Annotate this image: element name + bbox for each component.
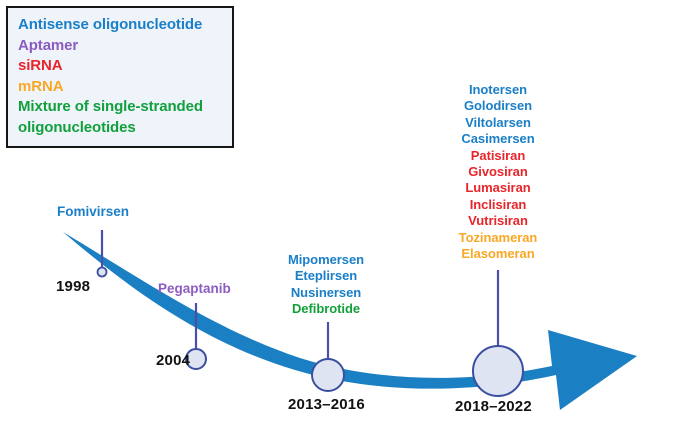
legend-item-antisense: Antisense oligonucleotide bbox=[18, 16, 203, 33]
marker-2004[interactable] bbox=[185, 348, 207, 370]
drug-label-lumasiran: Lumasiran bbox=[465, 180, 531, 196]
legend-item-mrna: mRNA bbox=[18, 77, 64, 95]
drug-label-casimersen: Casimersen bbox=[461, 131, 535, 147]
drug-label-patisiran: Patisiran bbox=[470, 147, 526, 163]
drug-label-eteplirsen: Eteplirsen bbox=[294, 268, 358, 284]
drug-label-pegaptanib: Pegaptanib bbox=[158, 281, 231, 296]
drug-stack-2018-2022: Inotersen Golodirsen Viltolarsen Casimer… bbox=[408, 82, 588, 262]
legend-item-mixture: Mixture of single-stranded oligonucleoti… bbox=[18, 98, 203, 136]
drug-label-mipomersen: Mipomersen bbox=[287, 252, 365, 267]
drug-label-golodirsen: Golodirsen bbox=[463, 98, 533, 114]
drug-label-viltolarsen: Viltolarsen bbox=[465, 114, 531, 130]
legend-item-sirna: siRNA bbox=[18, 57, 63, 74]
drug-label-elasomeran: Elasomeran bbox=[461, 246, 535, 262]
marker-2018-2022[interactable] bbox=[472, 345, 524, 397]
year-label-2004: 2004 bbox=[156, 352, 191, 369]
drug-label-fomivirsen: Fomivirsen bbox=[57, 204, 130, 219]
year-label-2018-2022: 2018–2022 bbox=[455, 398, 532, 415]
drug-label-tozinameran: Tozinameran bbox=[458, 229, 538, 245]
drug-label-inclisiran: Inclisiran bbox=[469, 196, 527, 212]
drug-label-nusinersen: Nusinersen bbox=[290, 284, 362, 300]
marker-1998[interactable] bbox=[96, 266, 108, 278]
legend-box: Antisense oligonucleotide Aptamer siRNA … bbox=[6, 6, 234, 148]
drug-label-givosiran: Givosiran bbox=[468, 164, 528, 180]
drug-label-vutrisiran: Vutrisiran bbox=[468, 213, 528, 229]
marker-2013-2016[interactable] bbox=[311, 358, 345, 392]
year-label-1998: 1998 bbox=[56, 278, 91, 295]
drug-stack-2013-2016: Mipomersen Eteplirsen Nusinersen Defibro… bbox=[236, 252, 416, 318]
legend-item-aptamer: Aptamer bbox=[18, 36, 79, 54]
year-label-2013-2016: 2013–2016 bbox=[288, 396, 365, 413]
drug-label-inotersen: Inotersen bbox=[468, 82, 528, 97]
timeline-band bbox=[63, 232, 637, 410]
drug-label-defibrotide: Defibrotide bbox=[291, 301, 361, 317]
